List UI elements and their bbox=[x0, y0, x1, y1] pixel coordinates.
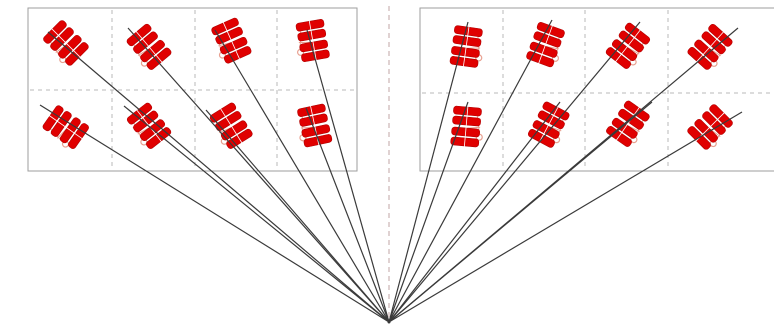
ray-element-l-r2-c1 bbox=[39, 104, 390, 323]
element-l-r1-c1-center-slot bbox=[51, 28, 81, 58]
ray-element-l-r1-c1 bbox=[47, 31, 390, 323]
ray-element-r-r2-c2 bbox=[388, 101, 561, 323]
element-l-r2-c4 bbox=[297, 103, 333, 148]
element-r-r2-c3-connector bbox=[628, 125, 640, 132]
element-r-r1-c1-connector bbox=[467, 47, 481, 49]
element-r-r1-c4-center-slot bbox=[695, 31, 725, 63]
ray-element-l-r1-c3 bbox=[214, 29, 390, 323]
element-r-r2-c2-center-slot bbox=[538, 106, 559, 143]
element-l-r1-c2-connector bbox=[137, 48, 149, 56]
element-l-r1-c4-center-slot bbox=[308, 20, 317, 61]
element-r-r1-c2-connector bbox=[546, 46, 559, 50]
element-r-r2-c4-connector bbox=[710, 129, 721, 137]
element-r-r2-c3-center-slot bbox=[615, 106, 640, 141]
element-l-r2-c1-center-slot bbox=[48, 115, 83, 140]
element-l-r2-c2 bbox=[126, 102, 172, 149]
ray-element-r-r2-c1 bbox=[388, 101, 469, 323]
element-l-r2-c3-center-slot bbox=[220, 108, 243, 144]
ray-element-r-r1-c2 bbox=[388, 19, 553, 323]
element-r-r2-c1-center-slot bbox=[463, 106, 469, 147]
ray-element-l-r1-c2 bbox=[127, 27, 390, 323]
ray-element-l-r2-c3 bbox=[205, 109, 390, 323]
element-l-r1-c2-center-slot bbox=[135, 30, 163, 63]
element-l-r2-c2-connector bbox=[137, 127, 149, 135]
element-r-r1-c3 bbox=[605, 22, 651, 69]
ray-element-l-r2-c2 bbox=[123, 105, 390, 323]
element-r-r1-c3-connector bbox=[628, 47, 640, 55]
element-l-r1-c3-center-slot bbox=[222, 21, 241, 60]
ray-apex bbox=[387, 320, 391, 324]
element-l-r1-c4-connector bbox=[298, 41, 312, 43]
element-r-r1-c3-center-slot bbox=[614, 29, 641, 63]
element-r-r2-c1-connector bbox=[467, 126, 481, 129]
rays-layer bbox=[39, 19, 743, 324]
element-l-r2-c1-connector bbox=[56, 129, 67, 139]
ray-element-r-r2-c4 bbox=[388, 111, 743, 323]
ray-element-l-r2-c4 bbox=[305, 107, 390, 323]
element-r-r1-c4 bbox=[687, 23, 733, 70]
element-r-r1-c2-center-slot bbox=[538, 25, 553, 64]
element-l-r1-c1-connector bbox=[55, 45, 66, 53]
ray-element-l-r1-c4 bbox=[306, 29, 390, 323]
ray-element-r-r1-c1 bbox=[388, 21, 469, 323]
ray-element-r-r1-c3 bbox=[388, 21, 641, 323]
element-l-r2-c4-connector bbox=[300, 126, 314, 129]
element-l-r1-c3-connector bbox=[218, 42, 231, 47]
element-l-r1-c3 bbox=[211, 17, 252, 64]
antenna-elements-layer bbox=[42, 17, 733, 150]
element-l-r1-c4 bbox=[295, 19, 330, 62]
element-l-r1-c1 bbox=[43, 20, 89, 66]
ray-element-r-r2-c3 bbox=[388, 101, 653, 323]
element-l-r2-c1 bbox=[42, 105, 89, 149]
element-r-r1-c1-center-slot bbox=[462, 26, 470, 67]
